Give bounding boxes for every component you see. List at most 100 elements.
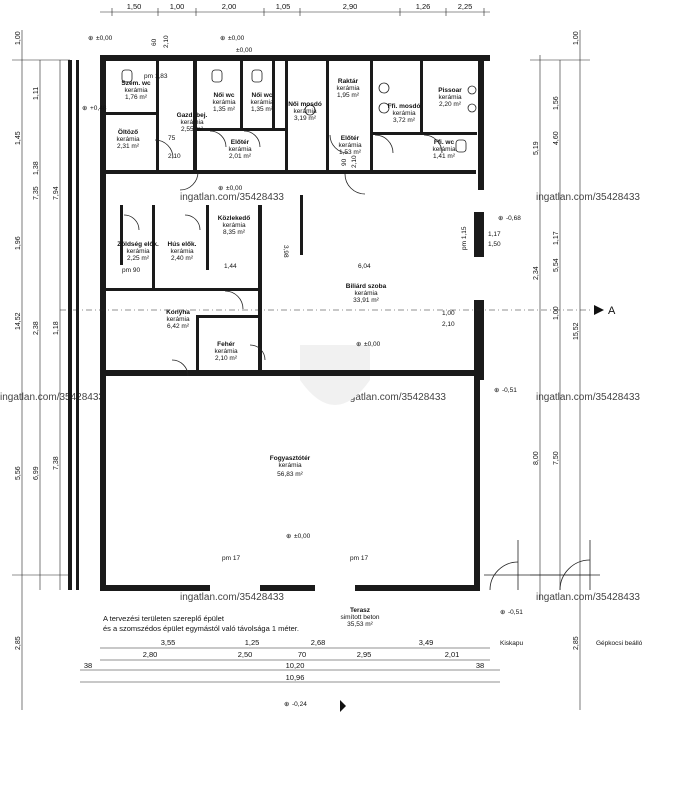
svg-text:⊕: ⊕	[356, 341, 362, 348]
svg-text:1,53 m²: 1,53 m²	[339, 149, 362, 156]
svg-text:Zöldség elők.: Zöldség elők.	[117, 241, 159, 248]
svg-text:Szem. wc: Szem. wc	[121, 80, 151, 87]
svg-text:3,19 m²: 3,19 m²	[294, 115, 317, 122]
svg-text:⊕: ⊕	[88, 35, 94, 42]
svg-text:60: 60	[151, 38, 158, 46]
svg-text:Előtér: Előtér	[231, 139, 250, 146]
svg-text:35,53 m²: 35,53 m²	[347, 621, 373, 628]
svg-text:Biliárd szoba: Biliárd szoba	[346, 283, 387, 290]
svg-text:1,00: 1,00	[553, 306, 560, 320]
svg-text:2,68: 2,68	[311, 638, 326, 647]
watermark: ingatlan.com/35428433	[180, 592, 284, 603]
svg-text:⊕: ⊕	[498, 215, 504, 222]
sink-icon	[378, 82, 390, 94]
svg-text:7,35: 7,35	[33, 186, 40, 200]
svg-text:1,38: 1,38	[33, 161, 40, 175]
svg-text:5,19: 5,19	[533, 141, 540, 155]
interior-walls	[106, 61, 477, 376]
svg-text:simított beton: simított beton	[340, 614, 379, 621]
svg-text:1,17: 1,17	[553, 231, 560, 245]
svg-text:1,26: 1,26	[416, 2, 431, 11]
svg-text:kerámia: kerámia	[126, 248, 150, 255]
svg-text:pm 1,15: pm 1,15	[461, 226, 468, 250]
level-marker: ±0,00⊕	[286, 533, 311, 540]
svg-text:±0,00: ±0,00	[228, 35, 245, 42]
watermark: ingatlan.com/35428433	[180, 192, 284, 203]
svg-text:±0,00: ±0,00	[96, 35, 113, 42]
svg-text:kerámia: kerámia	[222, 222, 246, 229]
svg-text:Ffi. mosdó: Ffi. mosdó	[388, 103, 421, 110]
svg-text:kerámia: kerámia	[278, 462, 302, 469]
svg-text:2,01 m²: 2,01 m²	[229, 153, 252, 160]
svg-text:⊕: ⊕	[220, 35, 226, 42]
svg-text:14,52: 14,52	[15, 312, 22, 330]
left-dimensions: 1,00 1,11 1,45 1,38 7,35 7,94 1,96 2,38 …	[12, 30, 70, 710]
svg-text:75: 75	[168, 135, 176, 142]
svg-text:kerámia: kerámia	[180, 119, 204, 126]
svg-text:38: 38	[84, 661, 92, 670]
svg-text:2,38: 2,38	[33, 321, 40, 335]
svg-text:7,38: 7,38	[53, 456, 60, 470]
svg-text:kerámia: kerámia	[438, 94, 462, 101]
svg-text:1,00: 1,00	[442, 310, 455, 317]
svg-text:1,17: 1,17	[488, 231, 501, 238]
svg-text:2,00: 2,00	[222, 2, 237, 11]
svg-text:1,45: 1,45	[15, 131, 22, 145]
svg-text:6,99: 6,99	[33, 466, 40, 480]
svg-text:Ffi. wc: Ffi. wc	[434, 139, 455, 146]
watermark-layer: ingatlan.com/35428433 ingatlan.com/35428…	[0, 192, 640, 603]
svg-text:Női mosdó: Női mosdó	[288, 101, 322, 108]
svg-text:33,91 m²: 33,91 m²	[353, 297, 379, 304]
svg-text:2,01: 2,01	[445, 650, 460, 659]
svg-text:kerámia: kerámia	[116, 136, 140, 143]
level-marker: ±0,00⊕	[356, 341, 381, 348]
svg-text:±0,00: ±0,00	[226, 185, 243, 192]
svg-text:1,35 m²: 1,35 m²	[213, 106, 236, 113]
svg-text:2,31 m²: 2,31 m²	[117, 143, 140, 150]
svg-text:Gépkocsi beálló: Gépkocsi beálló	[596, 640, 643, 647]
watermark: ingatlan.com/35428433	[0, 392, 104, 403]
svg-text:2,85: 2,85	[573, 636, 580, 650]
svg-text:kerámia: kerámia	[166, 316, 190, 323]
level-marker: ±0,00⊕	[218, 185, 243, 192]
exterior-walls	[68, 55, 490, 591]
svg-text:2,80: 2,80	[143, 650, 158, 659]
svg-text:1,96: 1,96	[15, 236, 22, 250]
svg-text:2,40 m²: 2,40 m²	[171, 255, 194, 262]
svg-text:kerámia: kerámia	[228, 146, 252, 153]
svg-text:2,10 m²: 2,10 m²	[215, 355, 238, 362]
svg-text:+0,48: +0,48	[90, 105, 107, 112]
svg-text:pm 17: pm 17	[222, 555, 240, 562]
svg-text:Női wc: Női wc	[252, 92, 273, 99]
svg-text:kerámia: kerámia	[354, 290, 378, 297]
toilet-icon	[455, 139, 467, 153]
note-line: és a szomszédos épület egymástól való tá…	[103, 624, 299, 633]
svg-text:2,50: 2,50	[238, 650, 253, 659]
right-dimensions: 1,00 1,56 4,60 5,19 1,17 2,34 5,54 1,00 …	[530, 30, 590, 710]
svg-text:1,00: 1,00	[170, 2, 185, 11]
sanitary-fixtures	[121, 69, 477, 153]
svg-text:10,20: 10,20	[286, 661, 305, 670]
note-line: A tervezési területen szereplő épület	[103, 614, 224, 623]
top-dimensions: 1,50 1,00 2,00 1,05 2,90 1,26 2,25	[100, 2, 490, 16]
svg-text:-0,68: -0,68	[506, 215, 521, 222]
svg-text:5,54: 5,54	[553, 258, 560, 272]
section-marker: A	[60, 305, 616, 317]
svg-text:15,52: 15,52	[573, 322, 580, 340]
svg-text:1,18: 1,18	[53, 321, 60, 335]
watermark: ingatlan.com/35428433	[536, 392, 640, 403]
svg-text:⊕: ⊕	[218, 185, 224, 192]
svg-text:1,76 m²: 1,76 m²	[125, 94, 148, 101]
svg-text:kerámia: kerámia	[338, 142, 362, 149]
svg-text:Raktár: Raktár	[338, 78, 359, 85]
